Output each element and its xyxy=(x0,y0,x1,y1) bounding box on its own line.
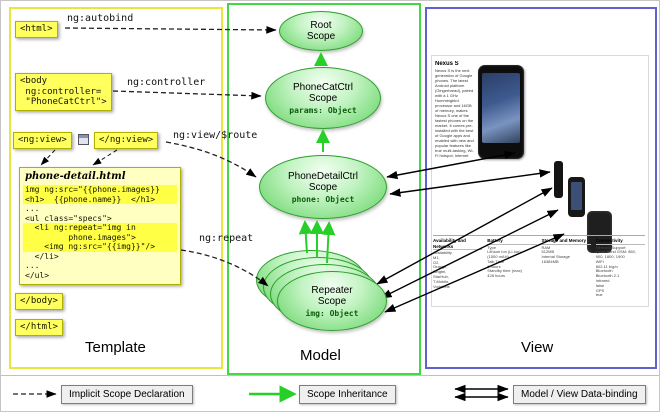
label-ng-view-route: ng:view/$route xyxy=(173,130,258,141)
scope-detail: params: Object xyxy=(289,105,357,115)
phone-description: Nexus S is the next generation of Google… xyxy=(435,68,474,159)
template-panel xyxy=(9,7,223,369)
scope-detail: img: Object xyxy=(305,308,359,318)
spec-group-battery: Battery Type Lithium Ion (Li-Ion) (1500 … xyxy=(487,238,537,301)
spec-body: Type Lithium Ion (Li-Ion) (1500 mAH) Tal… xyxy=(487,244,522,279)
ng-view-close-tag-box: </ng:view> xyxy=(94,132,159,149)
scope-title: Root Scope xyxy=(306,20,336,42)
code-line: img ng:src="{{phone.images}} xyxy=(23,185,177,195)
label-ng-repeat: ng:repeat xyxy=(199,233,254,244)
phone-image-large xyxy=(478,65,524,159)
html-close-tag-box: </html> xyxy=(15,319,63,336)
phone-screen xyxy=(482,73,520,143)
code-line: <img ng:src="{{img}}"/> xyxy=(23,242,177,252)
repeater-scope-ellipse: Repeater Scope img: Object xyxy=(277,271,387,331)
view-panel-label: View xyxy=(521,339,554,356)
spec-heading: Storage and Memory xyxy=(541,238,591,245)
legend-scope-inheritance: Scope Inheritance xyxy=(299,385,396,404)
spec-group-storage: Storage and Memory RAM 512MB Internal St… xyxy=(541,238,591,301)
phone-thumbnail-front xyxy=(568,177,585,217)
code-line: phone.images"> xyxy=(23,232,177,242)
model-panel-label: Model xyxy=(300,347,341,364)
scope-title: Repeater Scope xyxy=(311,284,353,307)
template-panel-label: Template xyxy=(85,339,146,356)
code-line: ... xyxy=(25,261,40,270)
code-line: ... xyxy=(25,204,40,213)
scope-title: PhoneDetailCtrl Scope xyxy=(287,170,359,193)
body-controller-tag-box: <body ng:controller= "PhoneCatCtrl"> xyxy=(15,73,112,111)
html-open-tag-box: <html> xyxy=(15,21,58,38)
phone-title: Nexus S xyxy=(435,61,459,67)
spec-group-connectivity: Connectivity Network Support Quad-band G… xyxy=(595,238,645,301)
legend-model-view-data-binding: Model / View Data-binding xyxy=(513,385,646,404)
body-close-tag-box: </body> xyxy=(15,293,63,310)
code-line: <ul class="specs"> xyxy=(25,213,112,223)
label-ng-controller: ng:controller xyxy=(127,77,206,88)
phone-thumbnail-screen xyxy=(571,182,582,210)
spec-heading: Availability and Networks xyxy=(433,238,483,250)
ng-view-open-tag-box: <ng:view> xyxy=(13,132,72,149)
spec-heading: Connectivity xyxy=(595,238,645,245)
root-scope-ellipse: Root Scope xyxy=(279,11,363,51)
phone-thumbnail-side xyxy=(554,161,563,198)
phonedetailctrl-scope-ellipse: PhoneDetailCtrl Scope phone: Object xyxy=(259,155,387,219)
spec-body: RAM 512MB Internal Storage 16384MB xyxy=(541,244,570,264)
ng-view-window-icon xyxy=(78,134,89,145)
scope-detail: phone: Object xyxy=(291,194,355,204)
code-line: </li> xyxy=(25,251,59,261)
phone-thumbnail-back xyxy=(587,211,612,253)
label-ng-autobind: ng:autobind xyxy=(67,13,134,24)
scope-title: PhoneCatCtrl Scope xyxy=(292,81,354,104)
code-line: </ul> xyxy=(25,270,50,280)
spec-body: Network Support Quad-band GSM: 850, 900,… xyxy=(595,244,636,298)
spec-group-availability: Availability and Networks Availability M… xyxy=(433,238,483,301)
phonecatctrl-scope-ellipse: PhoneCatCtrl Scope params: Object xyxy=(265,67,381,129)
code-line: <h1> {{phone.name}} </h1> xyxy=(23,194,177,204)
phone-description-block: Nexus S Nexus S is the next generation o… xyxy=(435,61,475,159)
spec-body: Availability M1, O2, Orange, Singtel, St… xyxy=(433,250,452,289)
legend-divider xyxy=(1,375,659,376)
template-file-name: phone-detail.html xyxy=(25,171,126,182)
code-line: <li ng:repeat="img in xyxy=(23,223,177,233)
phone-detail-template-box: phone-detail.html img ng:src="{{phone.im… xyxy=(19,167,181,285)
spec-heading: Battery xyxy=(487,238,537,245)
legend-implicit-scope-declaration: Implicit Scope Declaration xyxy=(61,385,193,404)
phone-specs-section: Availability and Networks Availability M… xyxy=(433,235,645,301)
